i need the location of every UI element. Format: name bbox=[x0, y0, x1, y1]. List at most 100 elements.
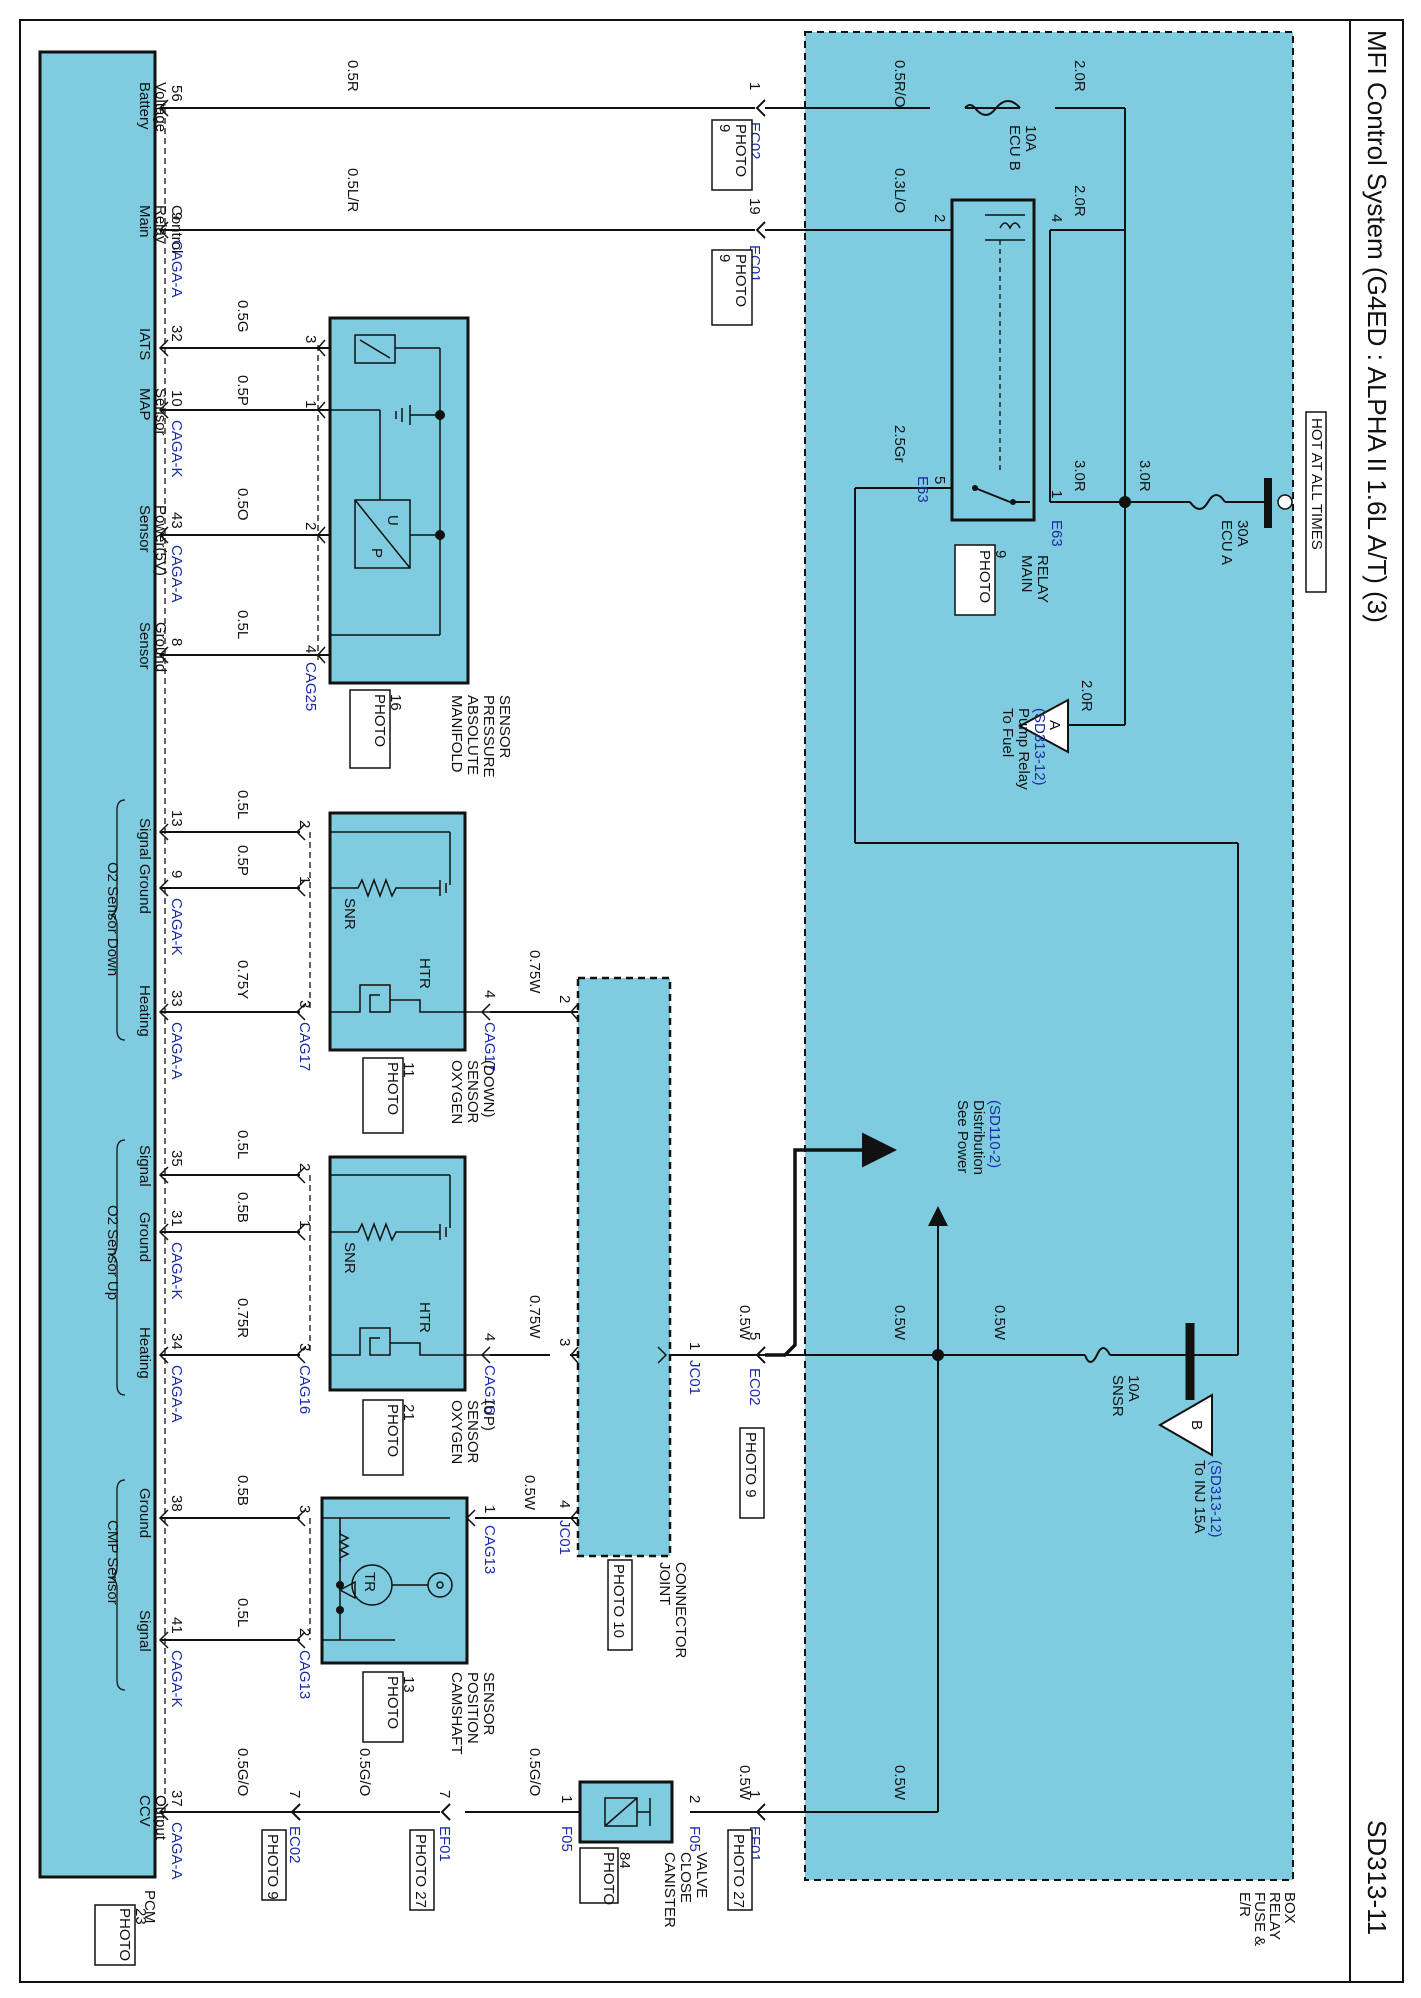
svg-text:1: 1 bbox=[746, 1790, 763, 1798]
svg-text:Ground: Ground bbox=[152, 622, 169, 672]
svg-text:41: 41 bbox=[168, 1617, 185, 1634]
svg-text:0.5L: 0.5L bbox=[234, 1130, 251, 1159]
svg-text:PHOTO: PHOTO bbox=[732, 124, 749, 177]
o2-down-conn-right: CAG17 bbox=[481, 1022, 498, 1071]
wire-labels: 0.5R/O 2.0R 0.3L/O 2.0R 3.0R 3.0R 2.5Gr … bbox=[234, 60, 1153, 1801]
svg-text:(SD110-2): (SD110-2) bbox=[986, 1100, 1003, 1168]
pcm-connectors: CAGA-A CAGA-K CAGA-A CAGA-K CAGA-A CAGA-… bbox=[168, 240, 185, 1880]
map-sensor-conn: CAG25 bbox=[302, 662, 319, 711]
fuse-snsr-icon bbox=[1084, 1347, 1111, 1363]
cmp-sensor bbox=[320, 1496, 469, 1665]
wires bbox=[160, 107, 1268, 1813]
svg-text:To Fuel: To Fuel bbox=[999, 708, 1016, 757]
svg-text:(UP): (UP) bbox=[480, 1400, 497, 1431]
svg-text:3.0R: 3.0R bbox=[1136, 460, 1153, 492]
svg-text:BOX: BOX bbox=[1281, 1892, 1298, 1924]
svg-text:0.5W: 0.5W bbox=[991, 1305, 1008, 1341]
svg-text:CLOSE: CLOSE bbox=[677, 1852, 694, 1903]
svg-text:Pump Relay: Pump Relay bbox=[1015, 708, 1032, 790]
map-sensor-photo-box bbox=[349, 689, 391, 769]
svg-text:9: 9 bbox=[716, 124, 733, 132]
canister-pins: 1 2 bbox=[558, 1795, 703, 1803]
svg-text:2: 2 bbox=[556, 995, 573, 1003]
svg-text:CAGA-A: CAGA-A bbox=[168, 1365, 185, 1423]
svg-text:FUSE &: FUSE & bbox=[1251, 1892, 1268, 1946]
svg-text:30A: 30A bbox=[1234, 520, 1251, 547]
pcm-pins: 56 9 32 10 43 8 13 9 33 35 31 34 38 41 3… bbox=[168, 85, 185, 1807]
pcm-group-o2u: O2 Sensor Up bbox=[104, 1205, 121, 1300]
pcm-pin-chevrons bbox=[158, 99, 169, 1821]
svg-text:VALVE: VALVE bbox=[693, 1852, 710, 1898]
o2-up-label: OXYGEN SENSOR (UP) bbox=[448, 1400, 497, 1464]
svg-text:3: 3 bbox=[296, 1505, 313, 1513]
canister-valve-icon bbox=[604, 1797, 651, 1827]
svg-text:0.75W: 0.75W bbox=[526, 950, 543, 994]
svg-text:PHOTO 9: PHOTO 9 bbox=[742, 1432, 759, 1498]
map-sensor-internals bbox=[330, 334, 441, 636]
svg-text:4: 4 bbox=[302, 645, 319, 653]
pcm-brace-o2d bbox=[108, 799, 126, 1041]
svg-text:EC02: EC02 bbox=[746, 1368, 763, 1406]
o2-up-conn-left: CAG16 bbox=[296, 1365, 313, 1414]
svg-text:10: 10 bbox=[168, 390, 185, 407]
svg-text:2: 2 bbox=[302, 522, 319, 530]
svg-text:(SD313-12): (SD313-12) bbox=[1207, 1460, 1224, 1538]
offpage-a-label: To Fuel Pump Relay (SD313-12) bbox=[999, 708, 1048, 790]
pcm-signal-relay: Main Relay Control bbox=[136, 205, 185, 253]
fuse-ecu-b-icon bbox=[964, 100, 1021, 116]
svg-text:1: 1 bbox=[558, 1795, 575, 1803]
connector-ec02-bot: 7 EC02 PHOTO 9 bbox=[261, 1790, 303, 1901]
svg-text:ABSOLUTE: ABSOLUTE bbox=[464, 695, 481, 775]
cmp-internals bbox=[322, 1517, 453, 1641]
svg-text:2.0R: 2.0R bbox=[1071, 60, 1088, 92]
svg-text:ECU B: ECU B bbox=[1006, 125, 1023, 171]
svg-text:SENSOR: SENSOR bbox=[496, 695, 513, 759]
pcm-label: PCM bbox=[141, 1890, 158, 1923]
pcm-group-o2d: O2 Sensor Down bbox=[104, 862, 121, 976]
map-sensor-junctions bbox=[435, 410, 445, 540]
svg-text:SENSOR: SENSOR bbox=[480, 1672, 497, 1736]
svg-text:43: 43 bbox=[168, 512, 185, 529]
svg-text:ECU A: ECU A bbox=[1218, 520, 1235, 565]
o2-up-internals bbox=[330, 1174, 490, 1356]
relay-pin-2: 2 bbox=[931, 214, 948, 222]
o2-down-htr: HTR bbox=[416, 958, 433, 989]
cmp-conn-left: CAG13 bbox=[296, 1650, 313, 1699]
svg-text:0.5W: 0.5W bbox=[891, 1765, 908, 1801]
joint-connector-pins: 2 3 1 4 bbox=[556, 995, 703, 1508]
relay-pin-5: 5 bbox=[931, 476, 948, 484]
pcm-signal-pwr: Sensor Power(5V) bbox=[136, 505, 169, 576]
svg-text:4: 4 bbox=[481, 1333, 498, 1341]
svg-text:MAP: MAP bbox=[136, 388, 153, 421]
map-sensor-pin-chevrons bbox=[317, 339, 326, 664]
svg-text:Power(5V): Power(5V) bbox=[152, 505, 169, 576]
svg-text:7: 7 bbox=[286, 1790, 303, 1798]
svg-text:0.5L: 0.5L bbox=[234, 1598, 251, 1627]
svg-text:RELAY: RELAY bbox=[1034, 555, 1051, 603]
svg-text:CAGA-A: CAGA-A bbox=[168, 240, 185, 298]
fuse-ecu-a-icon bbox=[1189, 494, 1226, 510]
svg-text:0.5G/O: 0.5G/O bbox=[526, 1748, 543, 1796]
svg-text:PHOTO 27: PHOTO 27 bbox=[412, 1834, 429, 1908]
relay-coil-icon bbox=[985, 214, 1025, 241]
pcm-group-cmp: CMP Sensor bbox=[104, 1520, 121, 1605]
svg-text:PRESSURE: PRESSURE bbox=[480, 695, 497, 778]
svg-text:13: 13 bbox=[168, 810, 185, 827]
svg-text:CAGA-A: CAGA-A bbox=[168, 1022, 185, 1080]
svg-text:0.5R: 0.5R bbox=[344, 60, 361, 92]
svg-text:JOINT: JOINT bbox=[656, 1562, 673, 1605]
o2-down-photo: PHOTO 11 bbox=[384, 1062, 417, 1115]
connector-ec02-mid: 5 EC02 PHOTO 9 bbox=[739, 1332, 766, 1519]
svg-text:Main: Main bbox=[136, 205, 153, 238]
svg-text:PCM: PCM bbox=[141, 1890, 158, 1923]
joint-connector bbox=[576, 976, 672, 1558]
connector-ef01-left: 7 EF01 PHOTO 27 bbox=[409, 1790, 453, 1911]
canister-photo: PHOTO 84 bbox=[600, 1852, 633, 1905]
connector-ef01-right: 1 EF01 PHOTO 27 bbox=[727, 1790, 766, 1911]
o2-down-pin-chevrons bbox=[295, 823, 491, 1021]
svg-text:0.5B: 0.5B bbox=[234, 1192, 251, 1223]
canister-conn-right: F05 bbox=[686, 1826, 703, 1852]
pcm-signal-iats: IATS bbox=[136, 328, 153, 360]
svg-text:0.5W: 0.5W bbox=[736, 1305, 753, 1341]
svg-text:2.0R: 2.0R bbox=[1078, 680, 1095, 712]
